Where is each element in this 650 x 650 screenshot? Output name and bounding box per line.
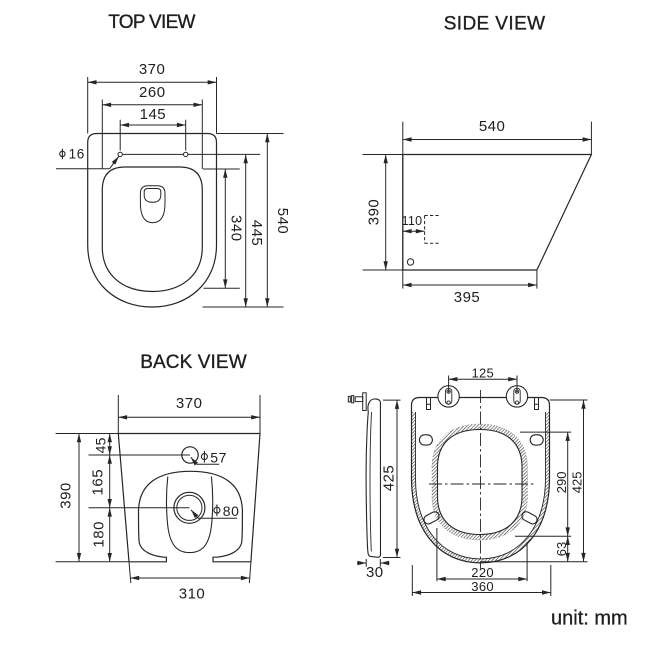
svg-text:80: 80 bbox=[223, 503, 240, 519]
svg-text:260: 260 bbox=[139, 84, 166, 101]
svg-text:360: 360 bbox=[471, 579, 494, 594]
svg-text:BACK VIEW: BACK VIEW bbox=[140, 352, 246, 373]
svg-text:TOP VIEW: TOP VIEW bbox=[108, 12, 195, 33]
svg-text:SIDE VIEW: SIDE VIEW bbox=[444, 14, 546, 35]
svg-text:540: 540 bbox=[479, 118, 506, 135]
svg-text:16: 16 bbox=[69, 146, 85, 161]
svg-text:390: 390 bbox=[366, 199, 383, 226]
svg-text:unit: mm: unit: mm bbox=[551, 607, 628, 629]
svg-text:30: 30 bbox=[366, 564, 384, 581]
svg-text:370: 370 bbox=[139, 61, 166, 78]
svg-text:290: 290 bbox=[554, 472, 569, 494]
svg-text:180: 180 bbox=[91, 521, 108, 548]
svg-text:390: 390 bbox=[58, 482, 75, 509]
svg-text:145: 145 bbox=[140, 106, 167, 123]
svg-text:220: 220 bbox=[471, 565, 494, 580]
svg-text:125: 125 bbox=[472, 366, 495, 381]
svg-text:110: 110 bbox=[402, 214, 423, 228]
svg-text:445: 445 bbox=[248, 220, 265, 247]
svg-text:57: 57 bbox=[210, 449, 227, 465]
svg-text:395: 395 bbox=[454, 289, 481, 306]
svg-text:63: 63 bbox=[554, 542, 569, 556]
svg-text:165: 165 bbox=[90, 469, 107, 496]
svg-text:310: 310 bbox=[179, 586, 206, 603]
svg-text:370: 370 bbox=[176, 395, 203, 412]
svg-text:340: 340 bbox=[227, 215, 244, 242]
svg-text:45: 45 bbox=[92, 437, 108, 453]
svg-text:425: 425 bbox=[381, 465, 398, 492]
svg-text:540: 540 bbox=[274, 208, 291, 235]
svg-text:425: 425 bbox=[570, 472, 585, 494]
